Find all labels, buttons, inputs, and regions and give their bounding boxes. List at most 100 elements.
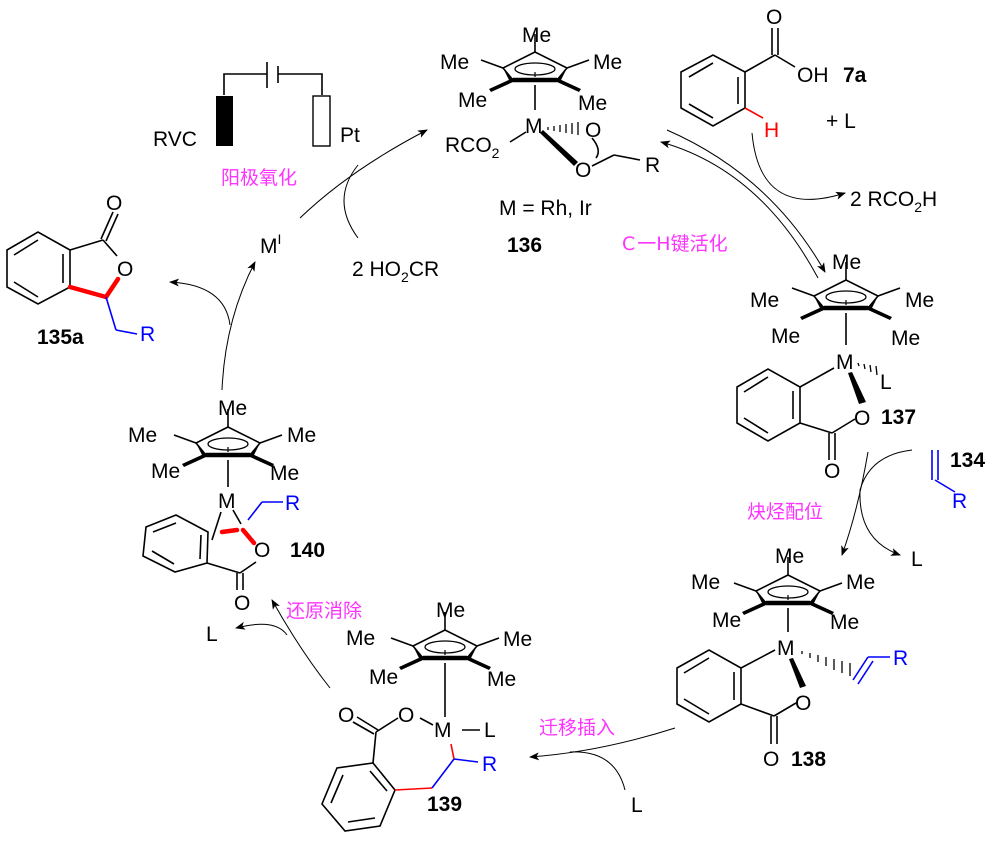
compound-id-140: 140: [290, 539, 325, 562]
me-label: Me: [750, 289, 779, 312]
me-label: Me: [151, 460, 180, 483]
byproduct-2-rco2h: 2 RCO2H: [850, 188, 937, 215]
compound-138: Me Me Me Me Me M R O O 138: [676, 545, 908, 771]
r-group-label: R: [645, 154, 660, 177]
pt-cathode: [312, 95, 331, 147]
arrow-ligand-entry: [569, 751, 626, 791]
oxygen-label: O: [585, 119, 601, 142]
metal-label: M: [218, 490, 236, 513]
compound-134: R 134: [931, 449, 985, 513]
me-label: Me: [846, 571, 875, 594]
me-label: Me: [905, 289, 934, 312]
arrow-ch-activation-reverse: [660, 140, 819, 279]
compound-id-7a: 7a: [843, 64, 867, 87]
step-label-anodic-oxidation: 阳极氧化: [221, 167, 297, 189]
compound-7a: O OH H 7a + L: [680, 6, 867, 142]
metal-label: M: [434, 719, 452, 742]
compound-id-138: 138: [791, 748, 826, 771]
step-label-alkyne-coordination: 炔烃配位: [747, 501, 823, 523]
arrow-to-metal-I: [221, 261, 256, 391]
arrow-alkene-coordination: [841, 451, 869, 556]
ligand-label: L: [880, 371, 892, 394]
arrow-product-release: [169, 278, 231, 326]
me-label: Me: [593, 51, 622, 74]
compound-id-137: 137: [881, 406, 916, 429]
reaction-arrows: [169, 129, 913, 791]
compound-136: Me Me Me Me Me M RCO2 O O R M = Rh, Ir 1…: [440, 24, 660, 257]
compound-139: Me Me Me Me Me M L O O R 139: [321, 599, 532, 832]
metal-label: M: [525, 115, 543, 138]
compound-135a: O O R 135a: [6, 192, 155, 349]
anode-label: RVC: [153, 128, 197, 151]
me-label: Me: [487, 668, 516, 691]
arrow-reductive-elimination: [271, 599, 331, 689]
me-label: Me: [830, 611, 859, 634]
r-group-label: R: [482, 753, 497, 776]
r-group-label: R: [140, 323, 155, 346]
hydroxyl-label: OH: [797, 64, 829, 87]
me-label: Me: [346, 627, 375, 650]
arrow-reagent-acid-entry: [343, 164, 359, 239]
me-label: Me: [691, 571, 720, 594]
oxygen-label: O: [117, 258, 133, 281]
me-label: Me: [775, 545, 804, 568]
added-ligand-139: L: [631, 794, 643, 817]
arrow-acid-release: [751, 132, 846, 200]
oxygen-label: O: [338, 704, 354, 727]
arrow-ligand-release: [859, 449, 913, 556]
me-label: Me: [287, 424, 316, 447]
me-label: Me: [771, 325, 800, 348]
reagent-2-ho2cr: 2 HO2CR: [352, 258, 439, 285]
metal-label: M: [836, 351, 854, 374]
me-label: Me: [440, 51, 469, 74]
arrow-migratory-insertion: [529, 727, 676, 761]
r-group-label: R: [952, 490, 967, 513]
metal-label: M: [777, 637, 795, 660]
oxygen-label: O: [795, 692, 811, 715]
me-label: Me: [436, 599, 465, 622]
wire-right: [278, 73, 323, 95]
electrochemical-cell: RVC Pt 阳极氧化: [153, 62, 360, 189]
oxygen-label: O: [254, 539, 270, 562]
arrow-anodic-oxidation: [299, 129, 428, 219]
released-ligand-138: L: [911, 548, 923, 571]
oxygen-label: O: [106, 192, 122, 215]
compound-id-135a: 135a: [37, 326, 84, 349]
r-group-label: R: [285, 492, 300, 515]
compound-137: Me Me Me Me Me M L O O 137: [736, 251, 934, 483]
arrow-ch-activation-forward: [666, 129, 826, 273]
oxygen-label: O: [575, 159, 591, 182]
oxygen-label: O: [763, 748, 779, 771]
ligand-label: L: [484, 719, 496, 742]
step-label-reductive-elimination: 还原消除: [286, 600, 362, 622]
me-label: Me: [218, 397, 247, 420]
oxygen-label: O: [766, 6, 782, 29]
plus-ligand-label: + L: [826, 110, 856, 133]
oxygen-label: O: [398, 704, 414, 727]
me-label: Me: [503, 628, 532, 651]
reactive-hydrogen-label: H: [764, 119, 779, 142]
oxygen-label: O: [234, 592, 250, 615]
me-label: Me: [891, 327, 920, 350]
metal-note: M = Rh, Ir: [499, 197, 592, 220]
me-label: Me: [369, 666, 398, 689]
released-ligand-140: L: [206, 623, 218, 646]
me-label: Me: [578, 92, 607, 115]
wire-left: [223, 73, 267, 95]
me-label: Me: [458, 89, 487, 112]
compound-id-139: 139: [427, 793, 462, 816]
rvc-anode: [216, 96, 233, 146]
compound-id-134: 134: [950, 449, 985, 472]
oxygen-label: O: [824, 460, 840, 483]
r-group-label: R: [893, 647, 908, 670]
compound-140: Me Me Me Me Me M O R O 140: [128, 397, 325, 615]
oxygen-label: O: [854, 407, 870, 430]
cathode-label: Pt: [340, 124, 360, 147]
me-label: Me: [128, 424, 157, 447]
arrow-ligand-release-140: [235, 621, 288, 636]
step-label-migratory-insertion: 迁移插入: [539, 717, 615, 739]
me-label: Me: [712, 609, 741, 632]
ligand-rco2: RCO2: [445, 134, 500, 161]
